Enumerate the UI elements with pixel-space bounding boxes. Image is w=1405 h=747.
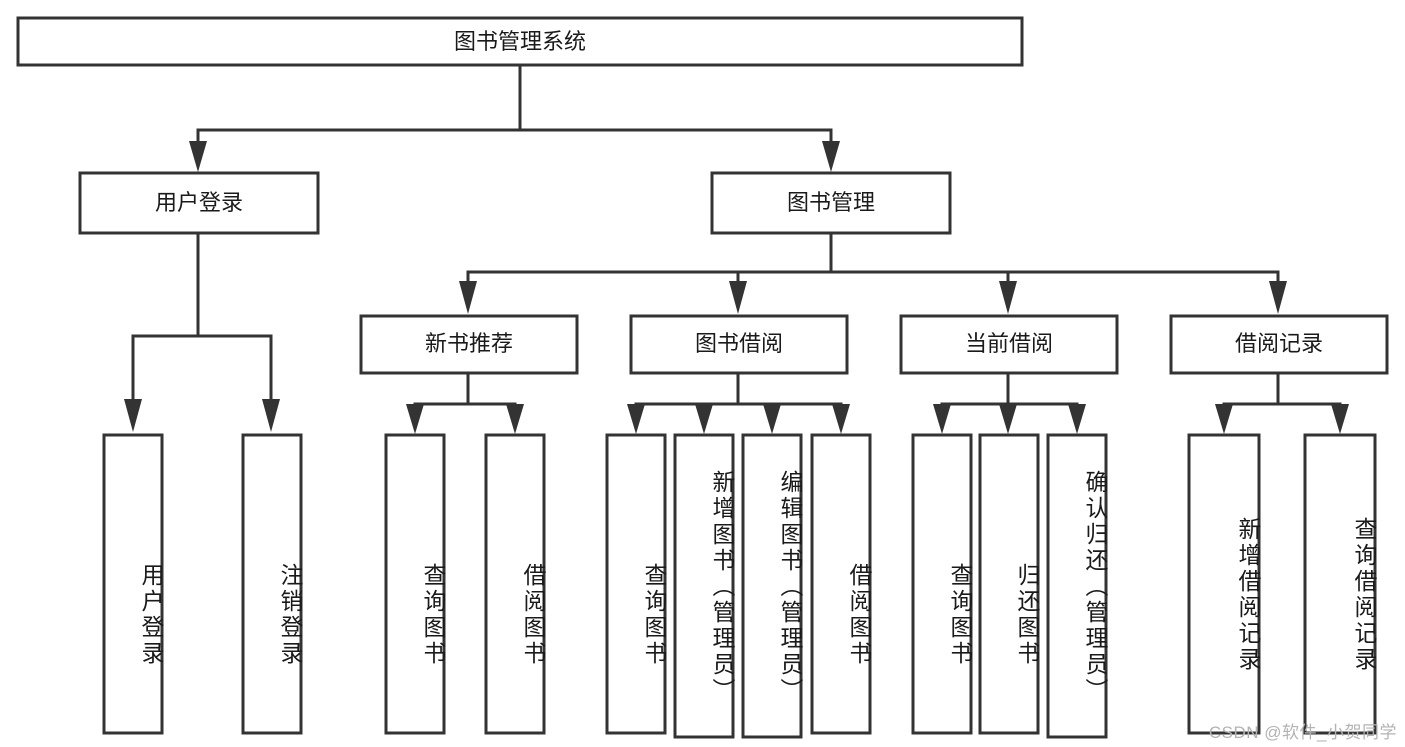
watermark-text: CSDN @软件_小贺同学 xyxy=(1208,723,1397,742)
node-root-label: 图书管理系统 xyxy=(454,29,586,54)
arrow-record-query xyxy=(1331,404,1349,434)
node-newbook-borrow-box[interactable] xyxy=(484,433,546,735)
node-newbook[interactable]: 新书推荐 xyxy=(359,314,579,375)
connector-group-newbook xyxy=(406,371,524,434)
node-newbook-label: 新书推荐 xyxy=(425,331,513,356)
node-borrow-label: 图书借阅 xyxy=(695,331,783,356)
node-current-label: 当前借阅 xyxy=(965,331,1053,356)
node-newbook-query-box[interactable] xyxy=(384,433,446,735)
node-bookmgmt-box[interactable] xyxy=(710,171,952,235)
node-current-query-box[interactable] xyxy=(911,433,973,735)
node-borrow[interactable]: 图书借阅 xyxy=(629,314,849,375)
node-record-add-box[interactable] xyxy=(1187,433,1261,735)
connector-group-bookmgmt xyxy=(459,231,1287,314)
arrow-current-query xyxy=(933,404,951,434)
connector-group-login xyxy=(124,231,280,432)
node-record-query-box[interactable] xyxy=(1303,433,1377,735)
arrow-login-logout xyxy=(262,399,280,432)
arrow-bookmgmt-borrow xyxy=(729,281,747,314)
node-root[interactable]: 图书管理系统 xyxy=(16,16,1024,67)
arrow-bookmgmt-current xyxy=(999,281,1017,314)
arrow-login-user xyxy=(124,399,142,432)
node-record-label: 借阅记录 xyxy=(1235,331,1323,356)
node-bookmgmt-label: 图书管理 xyxy=(787,190,875,215)
node-login-logout-box[interactable] xyxy=(241,433,303,735)
arrow-newbook-query xyxy=(406,404,424,434)
connector-group-record xyxy=(1215,371,1349,434)
node-borrow-lend-box[interactable] xyxy=(810,433,872,735)
arrow-borrow-lend xyxy=(832,404,850,434)
arrow-bookmgmt-newbook xyxy=(459,281,477,314)
arrow-newbook-borrow xyxy=(506,404,524,434)
node-bookmgmt[interactable]: 图书管理 xyxy=(710,171,952,235)
arrow-borrow-add xyxy=(695,404,713,434)
node-current-confirm-box[interactable] xyxy=(1046,433,1108,739)
node-current-box[interactable] xyxy=(899,314,1119,375)
node-current-return-box[interactable] xyxy=(978,433,1040,735)
node-record-box[interactable] xyxy=(1169,314,1389,375)
node-borrow-add-box[interactable] xyxy=(673,433,735,739)
node-borrow-query-box[interactable] xyxy=(605,433,667,735)
arrow-root-login xyxy=(189,141,207,172)
node-login-label: 用户登录 xyxy=(155,190,243,215)
node-record[interactable]: 借阅记录 xyxy=(1169,314,1389,375)
node-root-box[interactable] xyxy=(16,16,1024,67)
node-login-box[interactable] xyxy=(78,171,320,235)
node-borrow-box[interactable] xyxy=(629,314,849,375)
arrow-bookmgmt-record xyxy=(1269,281,1287,314)
arrow-current-confirm xyxy=(1068,404,1086,434)
arrow-record-add xyxy=(1215,404,1233,434)
node-borrow-edit-box[interactable] xyxy=(741,433,803,739)
node-newbook-box[interactable] xyxy=(359,314,579,375)
node-current[interactable]: 当前借阅 xyxy=(899,314,1119,375)
connector-group-current xyxy=(933,371,1086,434)
arrow-borrow-edit xyxy=(763,404,781,434)
arrow-root-bookmgmt xyxy=(822,141,840,172)
node-login-user-box[interactable] xyxy=(102,433,164,735)
connector-group-borrow xyxy=(627,371,850,434)
node-login[interactable]: 用户登录 xyxy=(78,171,320,235)
connector-group-root xyxy=(189,63,840,172)
arrow-current-return xyxy=(999,404,1017,434)
arrow-borrow-query xyxy=(627,404,645,434)
